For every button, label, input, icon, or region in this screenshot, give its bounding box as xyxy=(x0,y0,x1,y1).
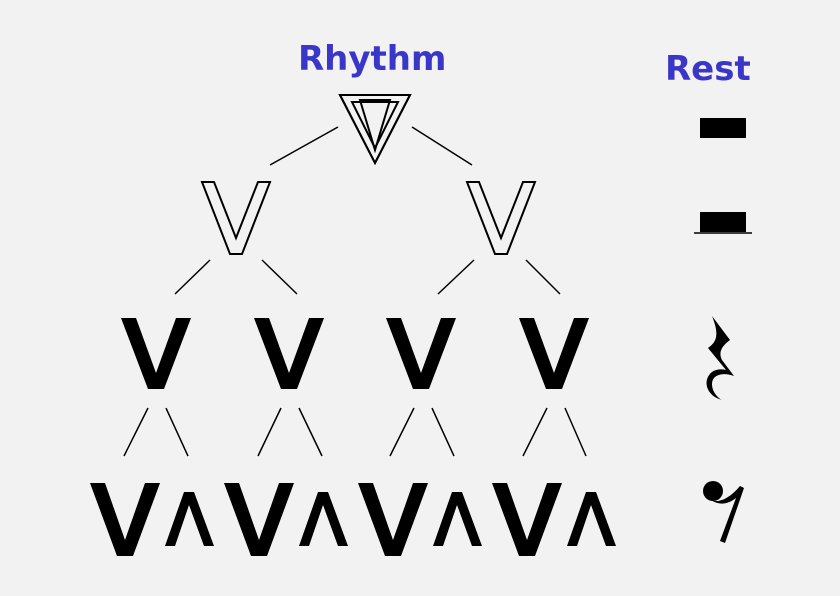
half-note-symbol xyxy=(200,181,272,255)
eighth-note-up xyxy=(567,492,616,546)
quarter-rest-icon xyxy=(706,316,734,400)
rest-heading: Rest xyxy=(665,49,751,89)
eighth-note-down xyxy=(492,483,562,556)
eighth-note-up xyxy=(433,492,482,546)
connector-lines-level-2 xyxy=(174,259,561,295)
whole-note-symbol xyxy=(338,94,412,166)
quarter-note-symbol xyxy=(254,318,324,389)
half-note-symbol xyxy=(465,181,537,255)
quarter-note-symbol xyxy=(519,318,589,389)
rhythm-heading: Rhythm xyxy=(298,39,447,79)
eighth-note-down xyxy=(224,483,294,556)
whole-rest-icon xyxy=(700,118,746,138)
eighth-note-up xyxy=(165,492,214,546)
connector-lines-level-3 xyxy=(123,407,587,457)
eighth-note-down xyxy=(90,483,160,556)
eighth-rest-icon xyxy=(703,481,744,543)
eighth-note-up xyxy=(299,492,348,546)
half-rest-icon xyxy=(694,212,752,234)
quarter-note-symbol xyxy=(121,318,191,389)
eighth-note-down xyxy=(358,483,428,556)
quarter-note-symbol xyxy=(386,318,456,389)
connector-lines-level-1 xyxy=(269,126,473,166)
